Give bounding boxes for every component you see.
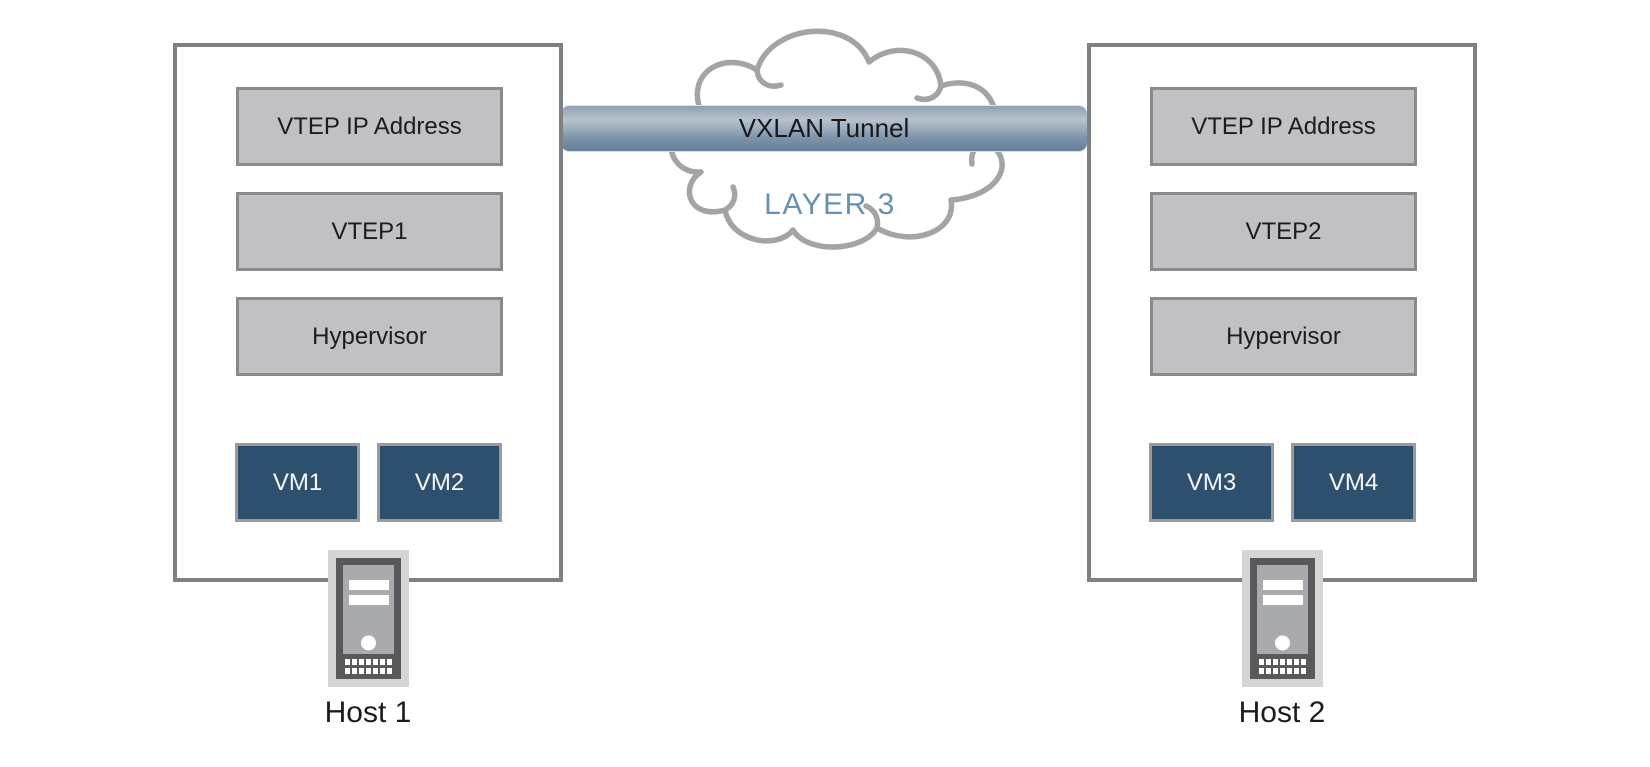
vxlan-tunnel-bar: VXLAN Tunnel bbox=[561, 106, 1087, 151]
host2-server-tower-icon bbox=[1242, 550, 1323, 687]
host1-vtep1-box: VTEP1 bbox=[236, 192, 503, 271]
host2-label: Host 2 bbox=[1238, 696, 1326, 729]
host1-server-tower-icon bbox=[328, 550, 409, 687]
host1-hypervisor-box: Hypervisor bbox=[236, 297, 503, 376]
host1-vm1-box: VM1 bbox=[235, 443, 360, 522]
host2-vm4-box: VM4 bbox=[1291, 443, 1416, 522]
host2-hypervisor-box: Hypervisor bbox=[1150, 297, 1417, 376]
host2-vtep-ip-address-box: VTEP IP Address bbox=[1150, 87, 1417, 166]
host1-vm2-box: VM2 bbox=[377, 443, 502, 522]
host1-label: Host 1 bbox=[324, 696, 412, 729]
layer3-label: LAYER 3 bbox=[764, 188, 896, 221]
host1-vtep-ip-address-box: VTEP IP Address bbox=[236, 87, 503, 166]
host2-vtep2-box: VTEP2 bbox=[1150, 192, 1417, 271]
vxlan-tunnel-label: VXLAN Tunnel bbox=[738, 113, 910, 143]
host2-vm3-box: VM3 bbox=[1149, 443, 1274, 522]
